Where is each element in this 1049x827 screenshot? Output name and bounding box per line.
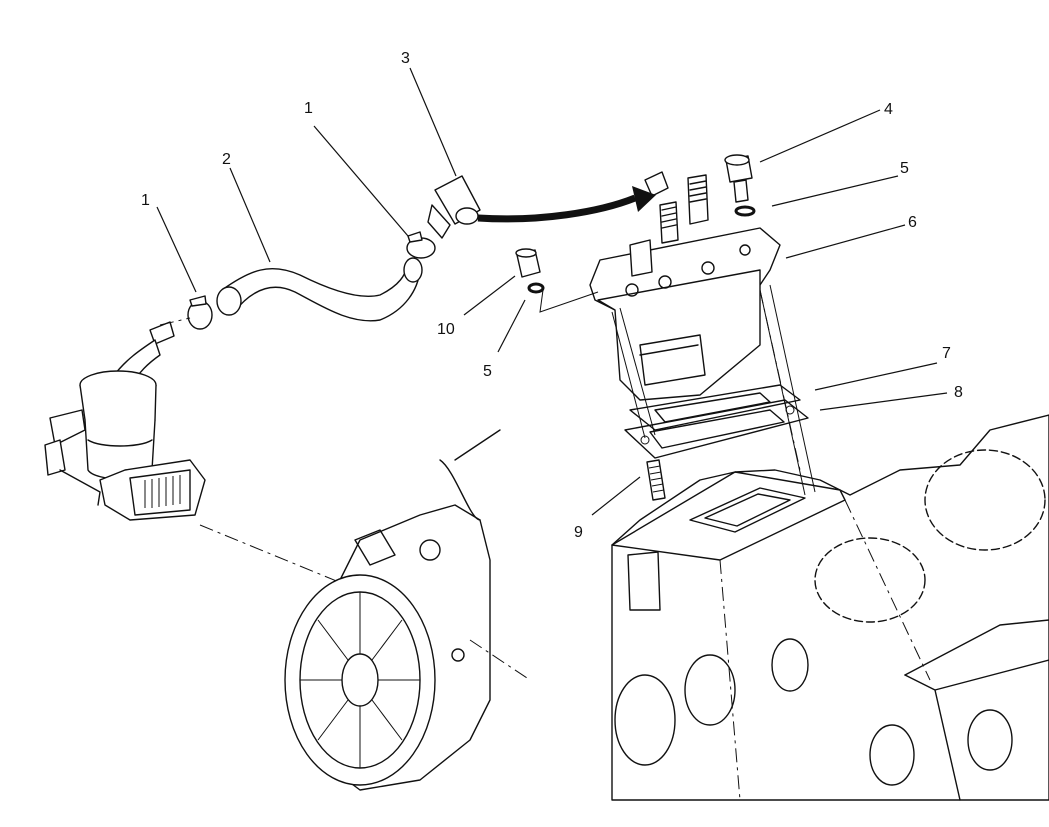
fuel-hose (216, 257, 423, 322)
elbow-fitting (427, 175, 481, 239)
injection-pump (589, 171, 816, 496)
nut (515, 248, 541, 278)
callout-6: 6 (908, 214, 917, 231)
callout-2: 2 (222, 151, 231, 168)
callout-1-right: 1 (304, 100, 313, 117)
gear-housing (284, 429, 501, 791)
callout-1-left: 1 (141, 192, 150, 209)
hose-clamp-right (406, 231, 436, 259)
callout-7: 7 (942, 345, 951, 362)
hose-clamp-left (187, 295, 213, 330)
gasket-lower (624, 399, 809, 459)
washer-upper (734, 205, 756, 217)
centerline-pump (759, 289, 801, 471)
centerline-hose (159, 317, 191, 326)
direction-arrow (477, 186, 656, 223)
engine-block (611, 414, 1049, 801)
stud (646, 459, 666, 501)
callout-10: 10 (437, 321, 455, 338)
callout-4: 4 (884, 101, 893, 118)
callout-3: 3 (401, 50, 410, 67)
centerline-housing (469, 639, 531, 681)
gasket-upper (629, 384, 801, 431)
callout-5-lower: 5 (483, 363, 492, 380)
washer-lower (527, 282, 599, 313)
leader-lines (156, 67, 948, 516)
bolt (724, 154, 753, 203)
callout-8: 8 (954, 384, 963, 401)
callout-5-upper: 5 (900, 160, 909, 177)
callout-9: 9 (574, 524, 583, 541)
fuel-filter-pump (44, 321, 206, 521)
